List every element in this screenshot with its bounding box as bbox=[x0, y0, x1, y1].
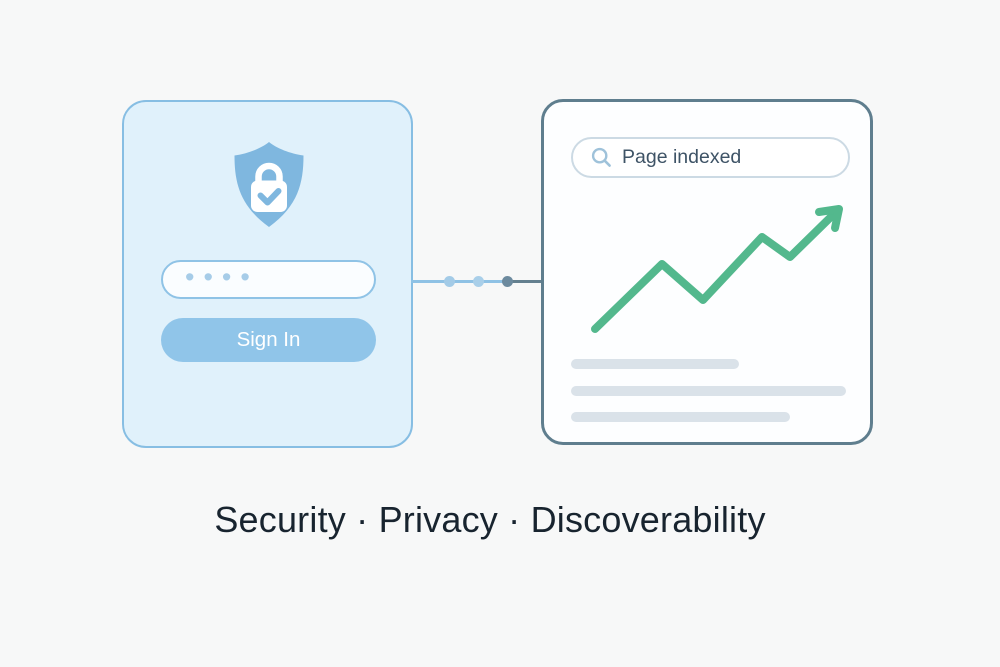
connector-line-right bbox=[508, 280, 544, 283]
connector-dot bbox=[501, 275, 513, 287]
search-indexing-card: Page indexed bbox=[541, 99, 873, 445]
sign-in-card: •••• Sign In bbox=[122, 100, 413, 448]
password-field[interactable]: •••• bbox=[161, 260, 376, 299]
sign-in-button[interactable]: Sign In bbox=[161, 318, 376, 362]
shield-lock-check-icon bbox=[229, 140, 309, 235]
tagline: Security · Privacy · Discoverability bbox=[214, 499, 766, 540]
password-masked-dots: •••• bbox=[185, 262, 259, 292]
skeleton-text-line bbox=[571, 359, 739, 369]
connector-dot bbox=[443, 275, 455, 287]
connector-dot bbox=[472, 275, 484, 287]
search-icon bbox=[591, 147, 611, 167]
skeleton-text-line bbox=[571, 412, 790, 422]
search-input[interactable]: Page indexed bbox=[571, 137, 850, 178]
search-input-text: Page indexed bbox=[622, 146, 742, 168]
skeleton-text-line bbox=[571, 386, 846, 396]
connector-line-left bbox=[411, 280, 509, 283]
